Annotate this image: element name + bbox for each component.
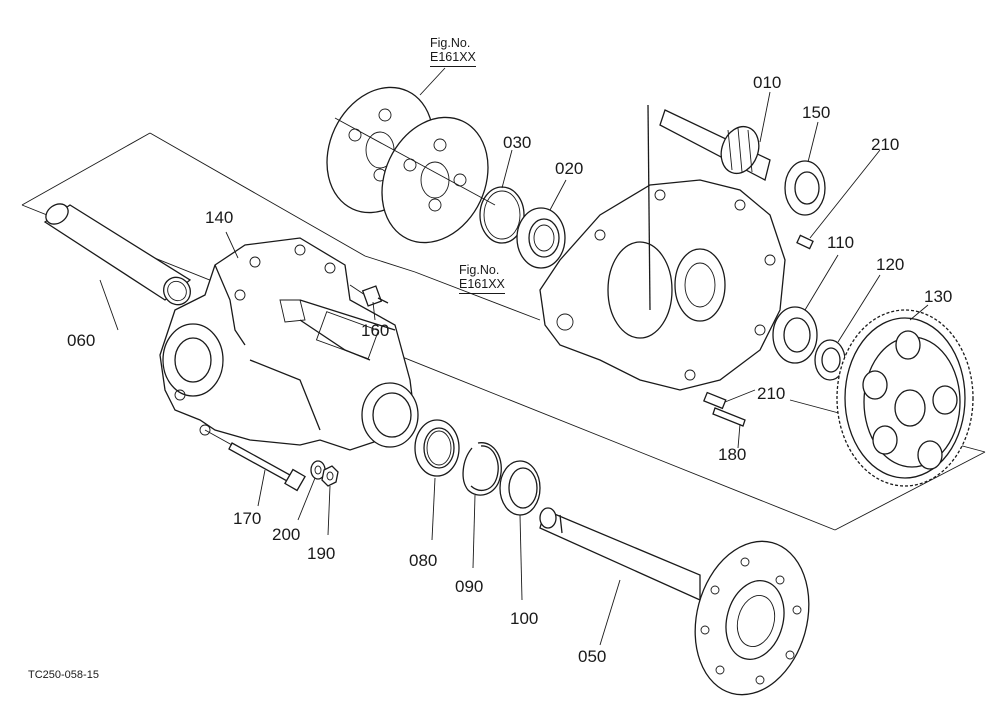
stud-part-180 xyxy=(712,407,746,427)
part-label-020: 020 xyxy=(555,159,584,178)
part-label-100: 100 xyxy=(510,609,539,628)
bolt-part-160 xyxy=(349,284,389,307)
shaft-part-010 xyxy=(659,109,771,181)
snap-ring-part-090 xyxy=(462,442,502,496)
part-label-060: 060 xyxy=(67,331,96,350)
part-label-110: 110 xyxy=(827,233,855,252)
figure-reference-top-label: Fig.No. xyxy=(430,36,471,50)
bearing-part-110 xyxy=(772,306,818,364)
pin-part-210-lower xyxy=(703,391,727,410)
collar-part-100 xyxy=(499,460,541,516)
pipe-part-060 xyxy=(43,203,192,306)
gear-part-130 xyxy=(836,309,974,487)
part-label-130: 130 xyxy=(924,287,953,306)
leader-lines xyxy=(99,67,929,646)
part-label-210-upper: 210 xyxy=(871,135,900,154)
part-label-030: 030 xyxy=(503,133,532,152)
part-label-180: 180 xyxy=(718,445,747,464)
figure-reference-mid: Fig.No. E161XX xyxy=(459,263,505,294)
boundary-left-edge xyxy=(21,132,151,206)
washer-part-200 xyxy=(310,460,326,480)
part-label-090: 090 xyxy=(455,577,484,596)
part-label-210-lower: 210 xyxy=(757,384,786,403)
seal-part-080 xyxy=(414,419,460,477)
boundary-right-edge xyxy=(834,451,986,531)
bolt-part-170 xyxy=(204,429,306,492)
figure-reference-mid-label: Fig.No. xyxy=(459,263,500,277)
part-label-160: 160 xyxy=(361,321,390,340)
part-label-140: 140 xyxy=(205,208,234,227)
nut-part-190 xyxy=(321,465,339,487)
part-label-080: 080 xyxy=(409,551,438,570)
figure-reference-mid-code: E161XX xyxy=(459,277,505,294)
bearing-part-020 xyxy=(516,207,566,269)
part-label-150: 150 xyxy=(802,103,831,122)
figure-reference-top-code: E161XX xyxy=(430,50,476,67)
boundary-inner-line xyxy=(414,271,541,321)
subassembly-boundary xyxy=(149,132,416,273)
clutch-case xyxy=(539,104,786,391)
part-label-120: 120 xyxy=(876,255,905,274)
catalog-code: TC250-058-15 xyxy=(28,669,99,681)
part-label-190: 190 xyxy=(307,544,336,563)
part-label-010: 010 xyxy=(753,73,782,92)
housing-part-140 xyxy=(159,237,419,451)
part-label-200: 200 xyxy=(272,525,301,544)
clutch-plates xyxy=(326,86,496,244)
pin-part-210-upper xyxy=(796,234,814,250)
bearing-part-150 xyxy=(784,160,826,216)
figure-reference-top: Fig.No. E161XX xyxy=(430,36,476,67)
axle-shaft-part-050 xyxy=(539,507,810,696)
part-label-050: 050 xyxy=(578,647,607,666)
part-label-170: 170 xyxy=(233,509,262,528)
